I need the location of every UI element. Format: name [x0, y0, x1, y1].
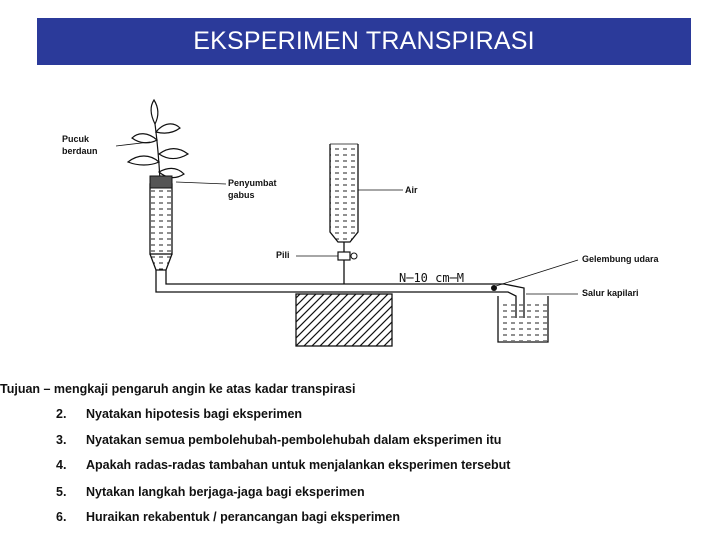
list-item-number: 2. [56, 407, 67, 421]
label-pili: Pili [276, 250, 290, 260]
hatched-block [295, 293, 393, 347]
label-salur: Salur kapilari [582, 288, 639, 298]
label-scale: N─10 cm─M [399, 271, 464, 285]
list-item-text: Tujuan – mengkaji pengaruh angin ke atas… [0, 382, 356, 396]
water-reservoir [329, 143, 359, 267]
label-penyumbat: Penyumbat [228, 178, 277, 188]
label-gabus: gabus [228, 190, 255, 200]
label-air: Air [405, 185, 418, 195]
list-item-text: Apakah radas-radas tambahan untuk menjal… [86, 458, 511, 472]
transpiration-diagram: Pucuk berdaun Penyumbat gabus Air Pili N… [62, 98, 660, 347]
list-item-text: Nyatakan semua pembolehubah-pembolehubah… [86, 433, 502, 447]
label-pucuk: Pucuk [62, 134, 90, 144]
list-item-text: Nytakan langkah berjaga-jaga bagi eksper… [86, 485, 365, 499]
list-item-number: 4. [56, 458, 67, 472]
tap [337, 251, 358, 261]
plant-tube [149, 175, 173, 271]
list-item-number: 6. [56, 510, 67, 524]
list-item-number: 5. [56, 485, 67, 499]
label-gelembung: Gelembung udara [582, 254, 660, 264]
capillary-tube [155, 267, 525, 318]
label-berdaun: berdaun [62, 146, 98, 156]
page-title: EKSPERIMEN TRANSPIRASI [193, 27, 535, 55]
leafy-shoot [126, 98, 190, 181]
title-bar: EKSPERIMEN TRANSPIRASI [37, 18, 691, 65]
list-item-text: Huraikan rekabentuk / perancangan bagi e… [86, 510, 401, 524]
list-item-number: 3. [56, 433, 67, 447]
list-item-text: Nyatakan hipotesis bagi eksperimen [86, 407, 303, 421]
air-bubble [491, 285, 497, 291]
beaker [497, 296, 549, 343]
